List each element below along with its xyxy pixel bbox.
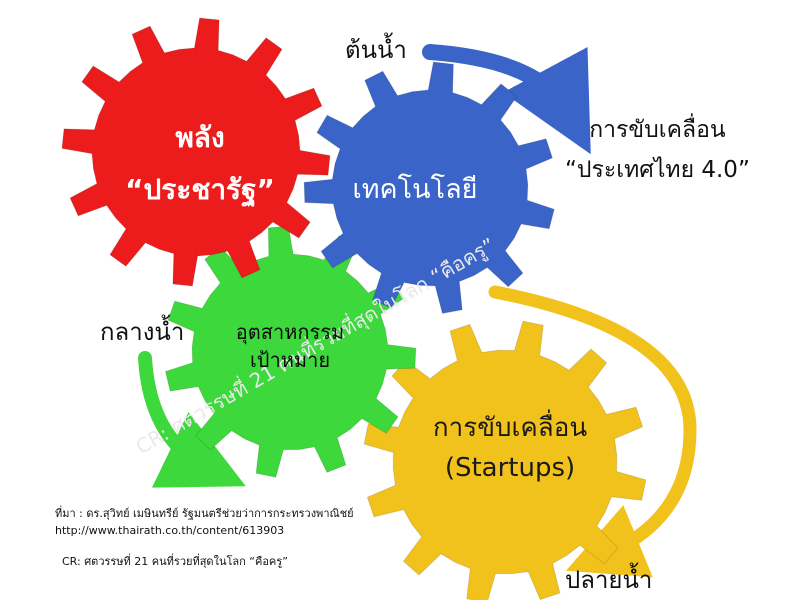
- goal-label-line1: การขับเคลื่อน: [589, 117, 726, 143]
- source-url: http://www.thairath.co.th/content/613903: [55, 524, 285, 537]
- upstream-label: ต้นน้ำ: [345, 36, 407, 64]
- green-gear-label: อุตสาหกรรม เป้าหมาย: [210, 318, 370, 374]
- red-gear-label: พลัง “ประชารัฐ”: [80, 112, 320, 216]
- red-gear-line2: “ประชารัฐ”: [125, 173, 275, 206]
- blue-gear-label: เทคโนโลยี: [330, 172, 500, 208]
- gear-green: [164, 225, 417, 478]
- yellow-gear-label: การขับเคลื่อน (Startups): [395, 408, 625, 488]
- green-gear-line1: อุตสาหกรรม: [235, 320, 345, 344]
- goal-label: การขับเคลื่อน “ประเทศไทย 4.0”: [565, 110, 750, 190]
- gear-body: [363, 320, 647, 600]
- gear-blue: [303, 61, 555, 314]
- gear-body: [164, 225, 417, 478]
- downstream-label: ปลายน้ำ: [565, 566, 653, 594]
- yellow-gear-line2: (Startups): [444, 453, 576, 483]
- gear-yellow: [363, 320, 647, 600]
- gear-body: [303, 61, 555, 314]
- goal-label-line2: “ประเทศไทย 4.0”: [565, 157, 750, 183]
- red-gear-line1: พลัง: [175, 121, 225, 154]
- upstream-arrow: [422, 44, 591, 155]
- midstream-arrow: [138, 351, 246, 488]
- gear-red: [61, 17, 331, 287]
- source-line1: ที่มา : ดร.สุวิทย์ เมษินทรีย์ รัฐมนตรีช่…: [55, 507, 354, 520]
- credit-line: CR: ศตวรรษที่ 21 คนที่รวยที่สุดในโลก “คื…: [62, 555, 288, 568]
- downstream-arrow: [488, 285, 697, 578]
- blue-gear-line1: เทคโนโลยี: [352, 174, 478, 205]
- green-gear-line2: เป้าหมาย: [249, 348, 331, 372]
- gear-body: [61, 17, 331, 287]
- midstream-label: กลางน้ำ: [100, 318, 185, 346]
- yellow-gear-line1: การขับเคลื่อน: [432, 413, 588, 443]
